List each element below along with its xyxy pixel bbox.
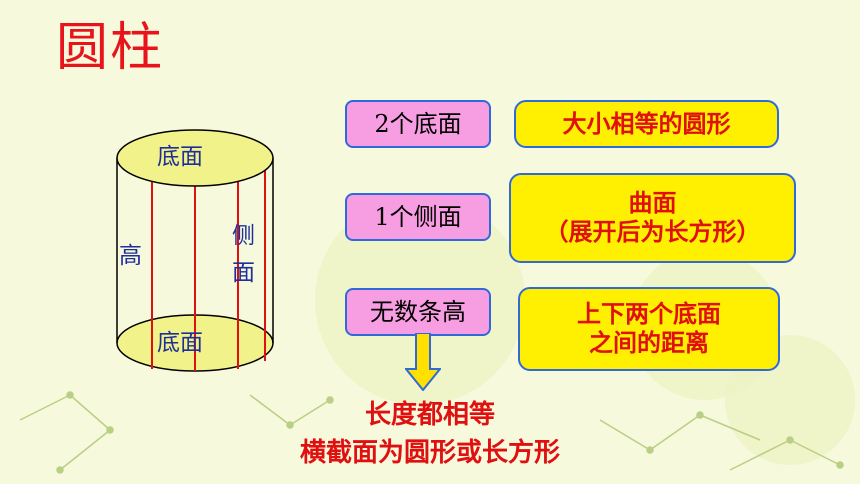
desc-box-bases: 大小相等的圆形 bbox=[514, 100, 779, 148]
side-label-1: 侧 bbox=[232, 223, 255, 249]
desc-side-line2: （展开后为长方形） bbox=[544, 217, 761, 246]
desc-heights-line2: 之间的距离 bbox=[589, 328, 709, 357]
term-box-side: 1个侧面 bbox=[345, 193, 491, 241]
term-box-heights: 无数条高 bbox=[345, 288, 491, 336]
term-box-bases: 2个底面 bbox=[345, 100, 491, 148]
cylinder-figure: 底面 底面 高 侧 面 bbox=[100, 125, 290, 385]
cylinder-drawing bbox=[116, 129, 274, 372]
height-label: 高 bbox=[119, 243, 142, 269]
desc-side-line1: 曲面 bbox=[628, 188, 677, 218]
conclusion-line-1: 长度都相等 bbox=[364, 400, 495, 430]
desc-bases-text: 大小相等的圆形 bbox=[562, 108, 731, 138]
desc-box-heights: 上下两个底面 之间的距离 bbox=[518, 287, 780, 371]
down-arrow-icon bbox=[405, 333, 441, 391]
conclusion-line-2: 横截面为圆形或长方形 bbox=[299, 438, 560, 468]
page-title: 圆柱 bbox=[56, 18, 165, 78]
bottom-base-label: 底面 bbox=[157, 330, 203, 356]
top-base-label: 底面 bbox=[157, 144, 203, 170]
desc-heights-line1: 上下两个底面 bbox=[577, 299, 721, 329]
desc-box-side: 曲面 （展开后为长方形） bbox=[509, 173, 796, 263]
side-label-2: 面 bbox=[232, 260, 255, 286]
